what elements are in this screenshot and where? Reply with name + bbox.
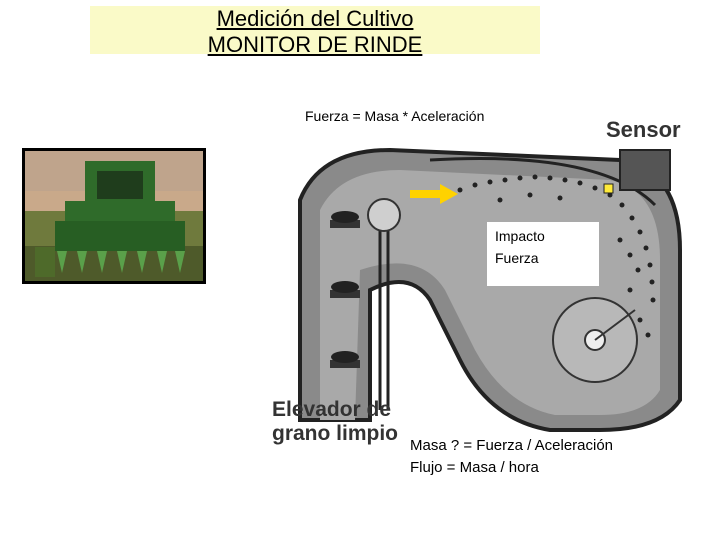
combine-harvester-image (25, 151, 203, 281)
sensor-marker (603, 183, 614, 194)
combine-harvester-photo (22, 148, 206, 284)
mass-formula: Masa ? = Fuerza / Aceleración (410, 437, 614, 454)
sensor-label: Sensor (606, 117, 681, 142)
flow-formula: Flujo = Masa / hora (410, 459, 539, 476)
formula-force: Fuerza = Masa * Aceleración (305, 108, 485, 124)
elevator-label: Elevador de grano limpio (272, 398, 398, 446)
elevator-label-line-2: grano limpio (272, 422, 398, 445)
sensor-unit (619, 149, 671, 191)
elevator-label-line-1: Elevador de (272, 398, 392, 421)
title-line-1: Medición del Cultivo (216, 6, 414, 31)
title-line-2: MONITOR DE RINDE (207, 32, 423, 57)
impact-force-box: Impacto Fuerza (487, 222, 599, 286)
title-box: Medición del Cultivo MONITOR DE RINDE (90, 6, 540, 57)
force-label: Fuerza (495, 250, 539, 266)
elevator-paddles (330, 211, 360, 368)
grain-direction-arrow (410, 184, 458, 204)
grain-particles (457, 174, 656, 338)
impact-label: Impacto (495, 228, 545, 244)
